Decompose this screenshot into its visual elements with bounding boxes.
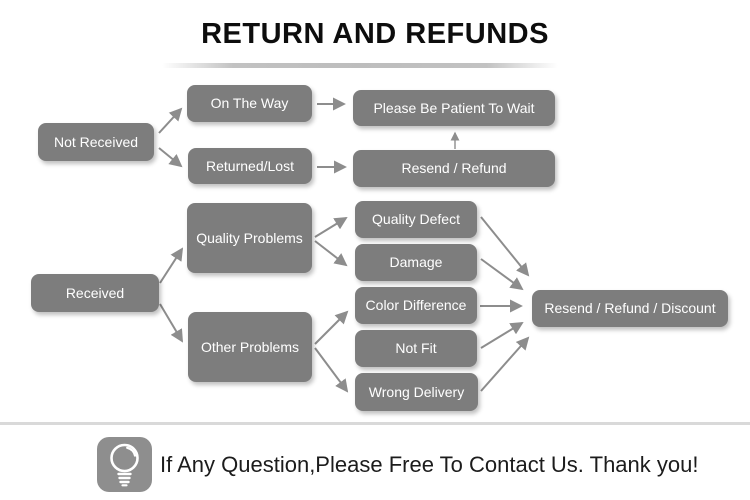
title-underline — [162, 63, 558, 68]
edge-damage-to-discount — [480, 258, 524, 291]
node-not-received: Not Received — [38, 123, 154, 161]
node-damage: Damage — [355, 244, 477, 281]
node-received: Received — [31, 274, 159, 312]
page-title: RETURN AND REFUNDS — [201, 18, 549, 50]
edge-quality-defect-to-discount — [480, 216, 530, 277]
edge-not-fit-to-discount — [480, 321, 524, 349]
node-returned-lost: Returned/Lost — [188, 148, 312, 184]
edge-not-received-to-on-the-way — [158, 107, 183, 134]
node-please-be-patient-to-wait: Please Be Patient To Wait — [353, 90, 555, 126]
edge-received-to-other-problems — [159, 303, 183, 343]
node-wrong-delivery: Wrong Delivery — [355, 373, 478, 411]
edge-other-problems-to-wrong-delivery — [314, 347, 349, 393]
node-quality-defect: Quality Defect — [355, 201, 477, 238]
edge-other-problems-to-color-difference — [314, 310, 349, 345]
node-resend-refund-discount: Resend / Refund / Discount — [532, 290, 728, 327]
footer-divider — [0, 422, 750, 425]
node-resend-refund: Resend / Refund — [353, 150, 555, 187]
edge-quality-problems-to-quality-defect — [314, 216, 348, 238]
edge-wrong-delivery-to-discount — [480, 336, 530, 392]
edge-quality-problems-to-damage — [314, 240, 348, 267]
footer-message: If Any Question,Please Free To Contact U… — [160, 451, 699, 477]
node-not-fit: Not Fit — [355, 330, 477, 367]
node-on-the-way: On The Way — [187, 85, 312, 122]
node-quality-problems: Quality Problems — [187, 203, 312, 273]
edge-not-received-to-returned-lost — [158, 147, 183, 168]
edge-received-to-quality-problems — [159, 247, 184, 284]
lightbulb-icon — [97, 437, 152, 492]
node-color-difference: Color Difference — [355, 287, 477, 324]
node-other-problems: Other Problems — [188, 312, 312, 382]
